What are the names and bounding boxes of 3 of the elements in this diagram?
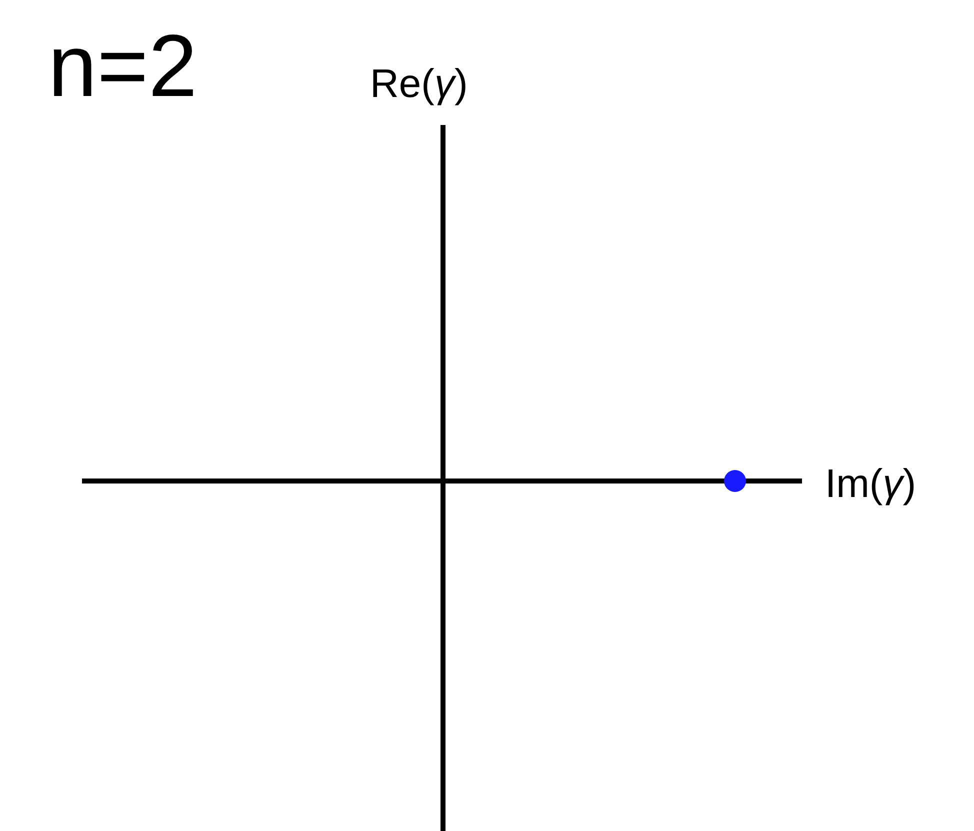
axis-label: Im(γ) <box>825 464 916 504</box>
axis-label: Re(γ) <box>370 64 468 104</box>
title: n=2 <box>48 22 198 110</box>
